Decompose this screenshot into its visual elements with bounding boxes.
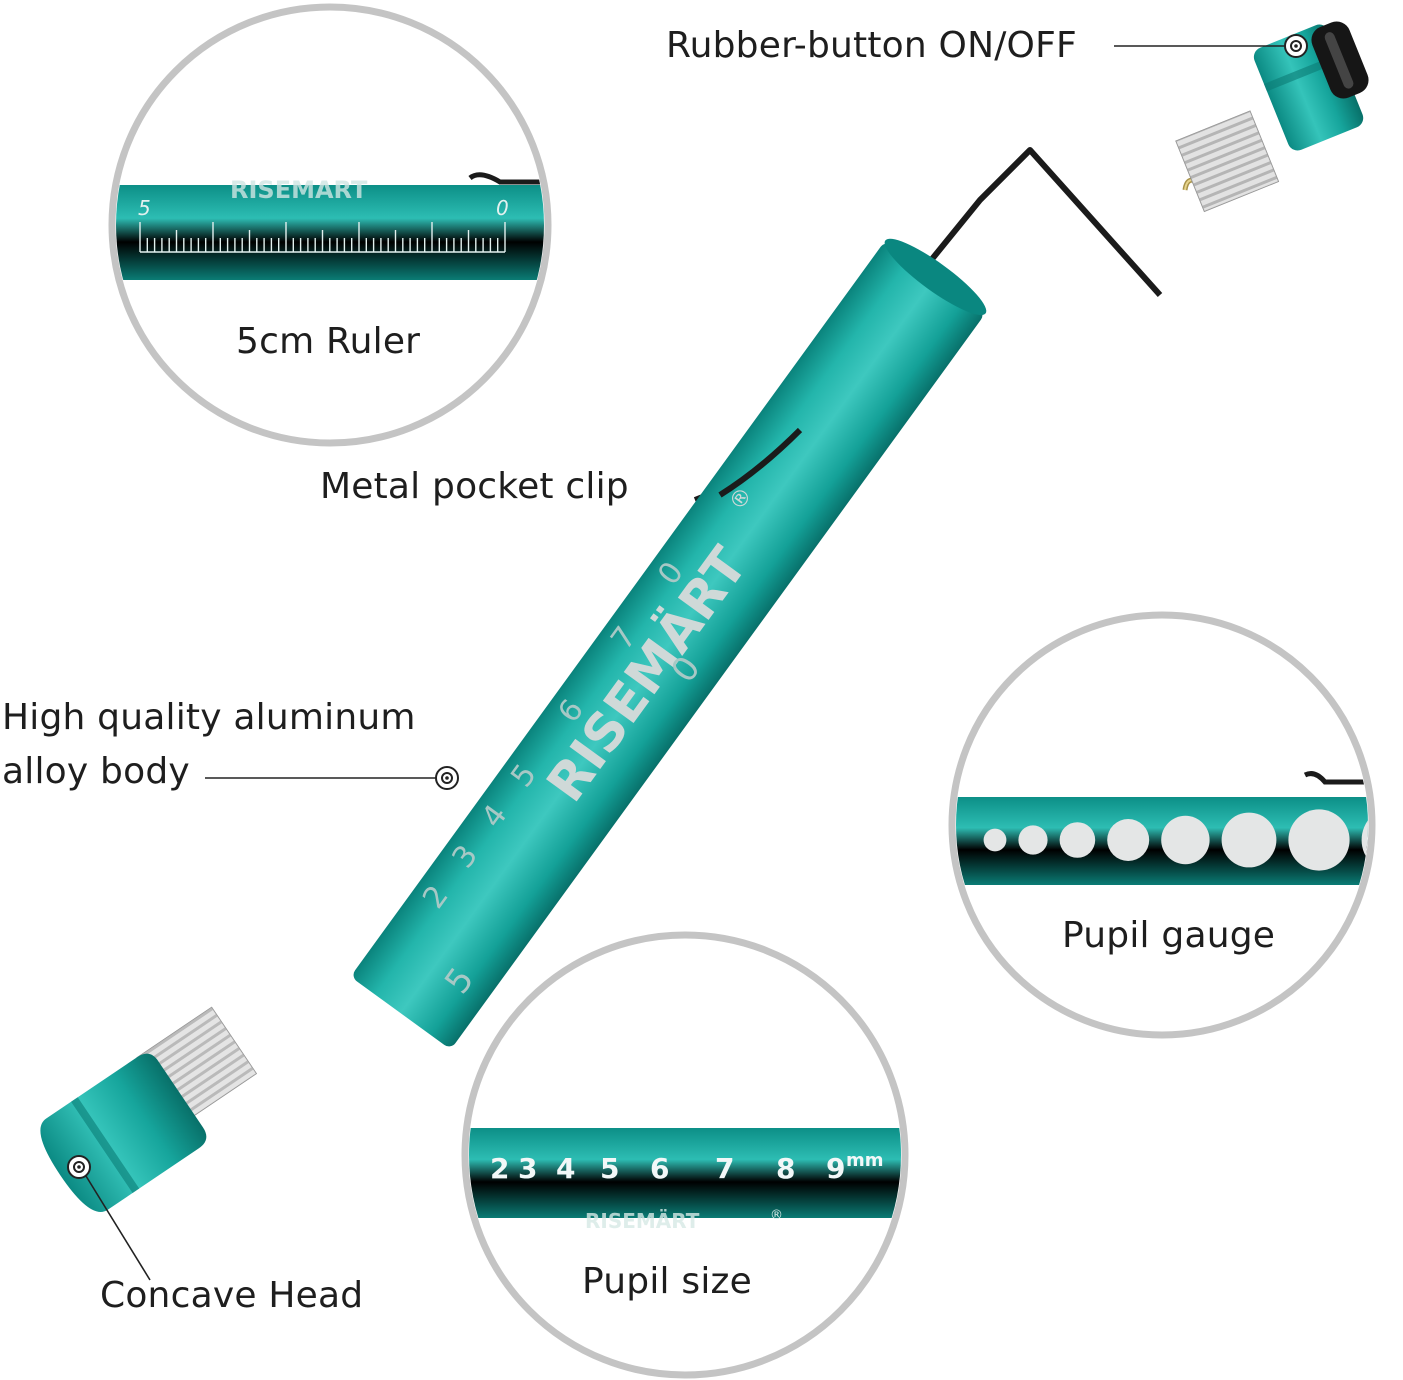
inset-ruler: RISEMART 5 0 <box>108 3 552 447</box>
pupil-size-unit: mm <box>846 1150 884 1171</box>
head-assembly <box>40 1006 258 1281</box>
pupil-gauge-dot <box>983 828 1007 852</box>
pupil-size-number: 3 <box>518 1152 537 1185</box>
pupil-gauge-dot <box>1221 812 1277 868</box>
pupil-gauge-dots <box>983 806 1368 874</box>
pupil-size-number: 6 <box>650 1152 669 1185</box>
pupil-gauge-dot <box>1107 819 1150 861</box>
svg-text:RISEMÄRT: RISEMÄRT <box>585 1209 700 1233</box>
leader-line <box>85 1175 151 1281</box>
target-marker-icon <box>435 766 459 790</box>
callout-concave-head: Concave Head <box>100 1275 364 1316</box>
aluminum-tube <box>353 243 983 1047</box>
callout-pupil-size: Pupil size <box>582 1261 752 1302</box>
callout-rubber-button: Rubber-button ON/OFF <box>666 25 1077 66</box>
target-marker-icon <box>67 1155 91 1179</box>
svg-text:RISEMART: RISEMART <box>230 176 368 204</box>
pupil-gauge-dot <box>1059 822 1096 858</box>
inset-pupil-gauge <box>948 611 1376 1039</box>
callout-ruler: 5cm Ruler <box>236 321 421 362</box>
button-assembly <box>1114 21 1369 213</box>
callout-pocket-clip: Metal pocket clip <box>320 466 629 507</box>
pupil-gauge-dot <box>1161 815 1210 865</box>
svg-text:®: ® <box>770 1208 783 1223</box>
pupil-size-number: 4 <box>556 1152 575 1185</box>
pupil-size-number: 8 <box>776 1152 795 1185</box>
svg-text:0: 0 <box>496 196 509 220</box>
callout-pupil-gauge: Pupil gauge <box>1062 915 1276 956</box>
callout-body-line2: alloy body <box>2 751 190 792</box>
pupil-gauge-dot <box>1018 825 1048 855</box>
callout-body-line1: High quality aluminum <box>2 697 416 738</box>
pupil-size-number: 5 <box>600 1152 619 1185</box>
pupil-size-number: 9 <box>826 1152 845 1185</box>
pupil-size-number: 2 <box>490 1152 509 1185</box>
pupil-size-number: 7 <box>715 1152 734 1185</box>
target-marker-icon <box>1284 34 1308 58</box>
svg-text:5: 5 <box>138 196 151 220</box>
rubber-button-icon <box>1311 21 1369 99</box>
pupil-gauge-dot <box>1288 809 1350 871</box>
ruler-ticks <box>139 222 506 252</box>
